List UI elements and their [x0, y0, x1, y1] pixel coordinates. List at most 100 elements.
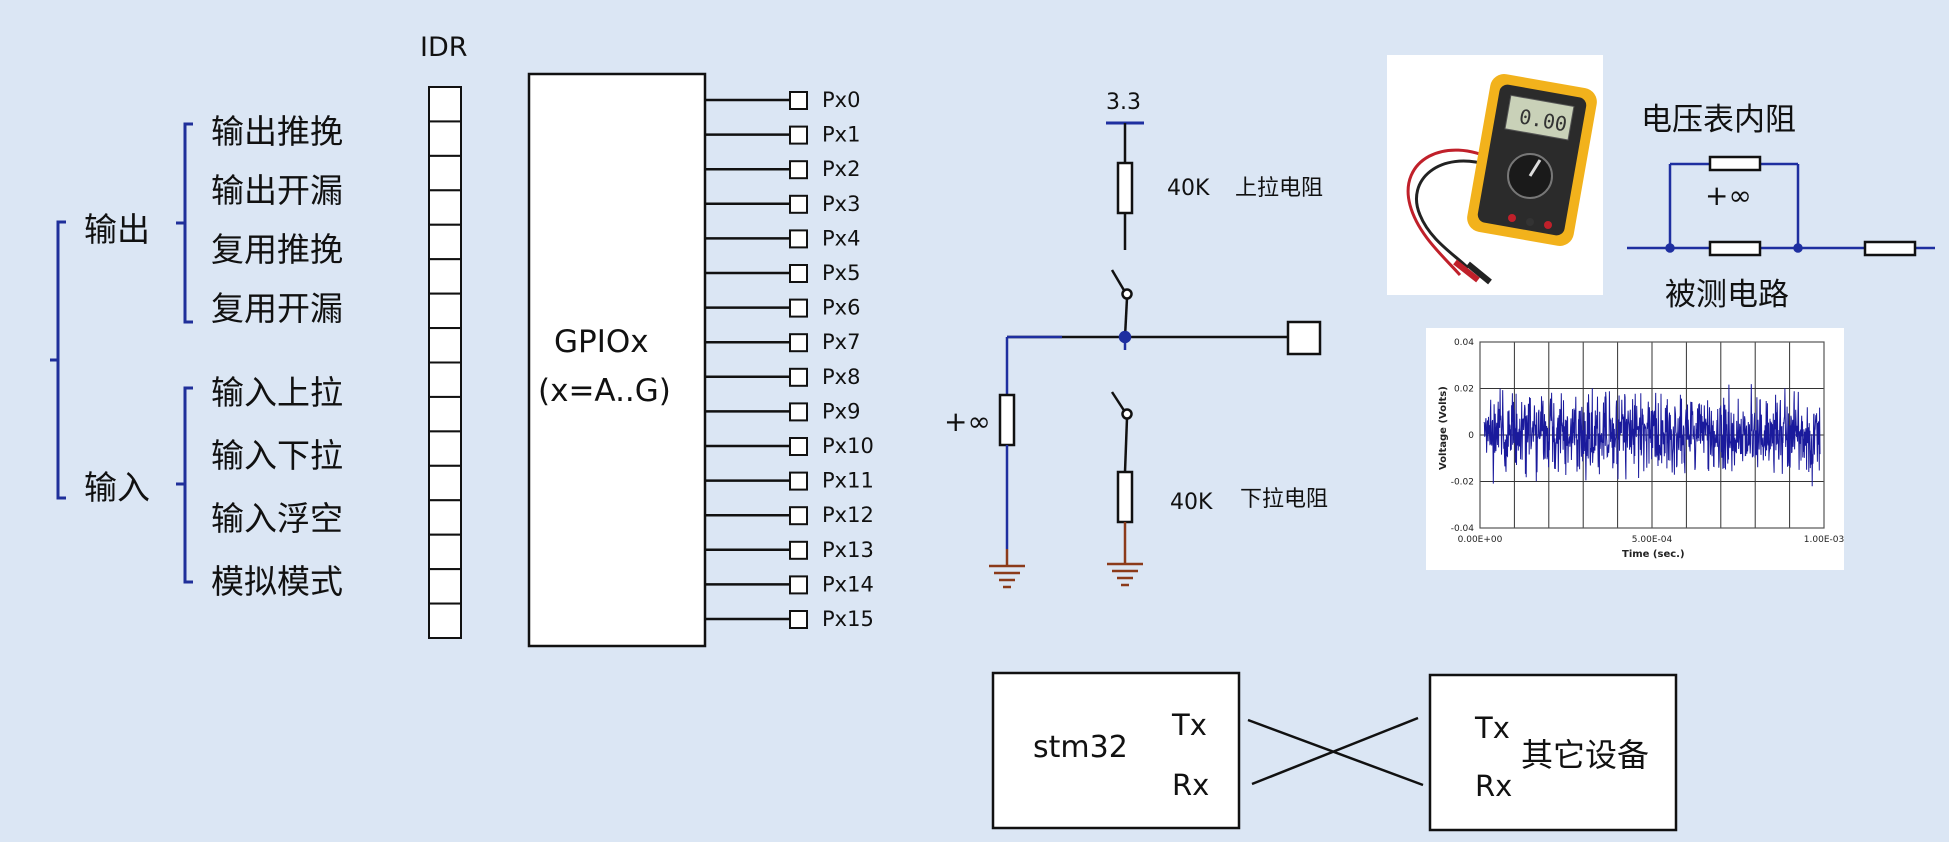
idr-cell — [429, 604, 461, 638]
main-bracket — [50, 222, 66, 498]
gpio-block — [529, 74, 705, 646]
gpio-pin[interactable]: Px11 — [705, 469, 874, 493]
voltmeter-title: 电压表内阻 — [1641, 102, 1796, 138]
idr-cell — [429, 466, 461, 500]
gpio-pin[interactable]: Px10 — [705, 434, 874, 458]
mode-output-pushpull: 输出推挽 — [211, 112, 343, 151]
upper-switch-blade — [1112, 270, 1125, 292]
idr-cell — [429, 294, 461, 328]
idr-cell — [429, 156, 461, 190]
gpio-pin[interactable]: Px5 — [705, 261, 860, 285]
pin-terminal-box — [790, 369, 807, 386]
chart-x-axis-label: Time (sec.) — [1622, 549, 1685, 560]
idr-register — [429, 87, 461, 638]
pin-terminal-box — [790, 300, 807, 317]
pin-label: Px5 — [822, 261, 860, 285]
pin-label: Px0 — [822, 88, 860, 112]
pulldown-value: 40K — [1170, 490, 1213, 515]
gpio-pin[interactable]: Px4 — [705, 226, 860, 250]
lower-switch-blade — [1112, 392, 1125, 412]
y-tick-label: 0.04 — [1454, 338, 1474, 348]
stm32-tx-label: Tx — [1171, 708, 1207, 742]
pulldown-resistor — [1118, 472, 1132, 522]
mode-input-pulldown: 输入下拉 — [211, 436, 343, 475]
gpio-pin[interactable]: Px12 — [705, 503, 874, 527]
pin-label: Px7 — [822, 330, 860, 354]
y-tick-label: 0.02 — [1454, 385, 1474, 395]
pin-label: Px8 — [822, 365, 860, 389]
pin-terminal-box — [790, 611, 807, 628]
gpio-pin[interactable]: Px6 — [705, 296, 860, 320]
idr-cell — [429, 363, 461, 397]
mode-af-pushpull: 复用推挽 — [211, 230, 343, 269]
gpio-pin[interactable]: Px1 — [705, 123, 860, 147]
mode-analog: 模拟模式 — [211, 562, 343, 601]
gpio-pin[interactable]: Px3 — [705, 192, 860, 216]
pin-terminal — [1288, 322, 1320, 354]
pulldown-label: 下拉电阻 — [1240, 487, 1328, 512]
pin-label: Px14 — [822, 572, 874, 596]
gpio-pin[interactable]: Px2 — [705, 157, 860, 181]
gpio-pin[interactable]: Px13 — [705, 538, 874, 562]
pin-terminal-box — [790, 438, 807, 455]
idr-cell — [429, 397, 461, 431]
circuit-resistor — [1710, 242, 1760, 255]
x-tick-label: 0.00E+00 — [1458, 535, 1503, 545]
upper-switch-contact — [1123, 290, 1132, 299]
y-tick-label: -0.04 — [1451, 524, 1475, 534]
gpio-pin[interactable]: Px14 — [705, 572, 874, 596]
lower-switch-contact — [1123, 410, 1132, 419]
gpio-pin[interactable]: Px15 — [705, 607, 874, 631]
mode-output-opendrain: 输出开漏 — [211, 171, 343, 210]
pin-label: Px2 — [822, 157, 860, 181]
uart-crossover — [1248, 718, 1423, 785]
input-group-label: 输入 — [84, 468, 150, 507]
pin-label: Px3 — [822, 192, 860, 216]
input-bracket — [176, 388, 193, 582]
mode-input-floating: 输入浮空 — [211, 499, 343, 538]
gpio-range: (x=A..G) — [538, 373, 671, 409]
output-group-label: 输出 — [84, 210, 150, 249]
y-tick-label: 0 — [1468, 431, 1474, 441]
gpio-pin[interactable]: Px8 — [705, 365, 860, 389]
chart-y-axis-label: Voltage (Volts) — [1438, 386, 1449, 470]
stm32-rx-label: Rx — [1172, 768, 1209, 802]
x-tick-label: 5.00E-04 — [1632, 535, 1673, 545]
gpio-pins: Px0Px1Px2Px3Px4Px5Px6Px7Px8Px9Px10Px11Px… — [705, 88, 874, 631]
mode-input-pullup: 输入上拉 — [211, 373, 343, 412]
stm32-label: stm32 — [1033, 730, 1128, 765]
idr-cell — [429, 259, 461, 293]
idr-cell — [429, 121, 461, 155]
pin-terminal-box — [790, 473, 807, 490]
idr-cell — [429, 535, 461, 569]
idr-label: IDR — [420, 32, 468, 63]
pin-terminal-box — [790, 196, 807, 213]
other-rx-label: Rx — [1475, 769, 1512, 803]
mode-tree — [50, 124, 193, 582]
gpio-pin[interactable]: Px7 — [705, 330, 860, 354]
pulldown-top-wire — [1125, 418, 1127, 472]
circuit-under-test-label: 被测电路 — [1665, 277, 1789, 313]
pin-terminal-box — [790, 265, 807, 282]
idr-cell — [429, 328, 461, 362]
pin-label: Px12 — [822, 503, 874, 527]
idr-cell — [429, 569, 461, 603]
idr-cell — [429, 500, 461, 534]
other-tx-label: Tx — [1474, 711, 1510, 745]
noise-chart: 0.040.020-0.02-0.04 0.00E+005.00E-041.00… — [1426, 328, 1844, 570]
gpio-pin[interactable]: Px9 — [705, 399, 860, 423]
gpio-pin[interactable]: Px0 — [705, 88, 860, 112]
idr-cell — [429, 431, 461, 465]
pullup-value: 40K — [1167, 176, 1210, 201]
pin-label: Px11 — [822, 469, 874, 493]
pin-terminal-box — [790, 542, 807, 559]
voltmeter-internal-label: +∞ — [1705, 179, 1752, 212]
output-bracket — [176, 124, 193, 322]
inf-resistance-label: +∞ — [944, 405, 991, 438]
pin-terminal-box — [790, 507, 807, 524]
idr-cell — [429, 87, 461, 121]
vcc-label: 3.3 — [1106, 90, 1141, 115]
mode-af-opendrain: 复用开漏 — [211, 289, 343, 328]
pin-terminal-box — [790, 92, 807, 109]
